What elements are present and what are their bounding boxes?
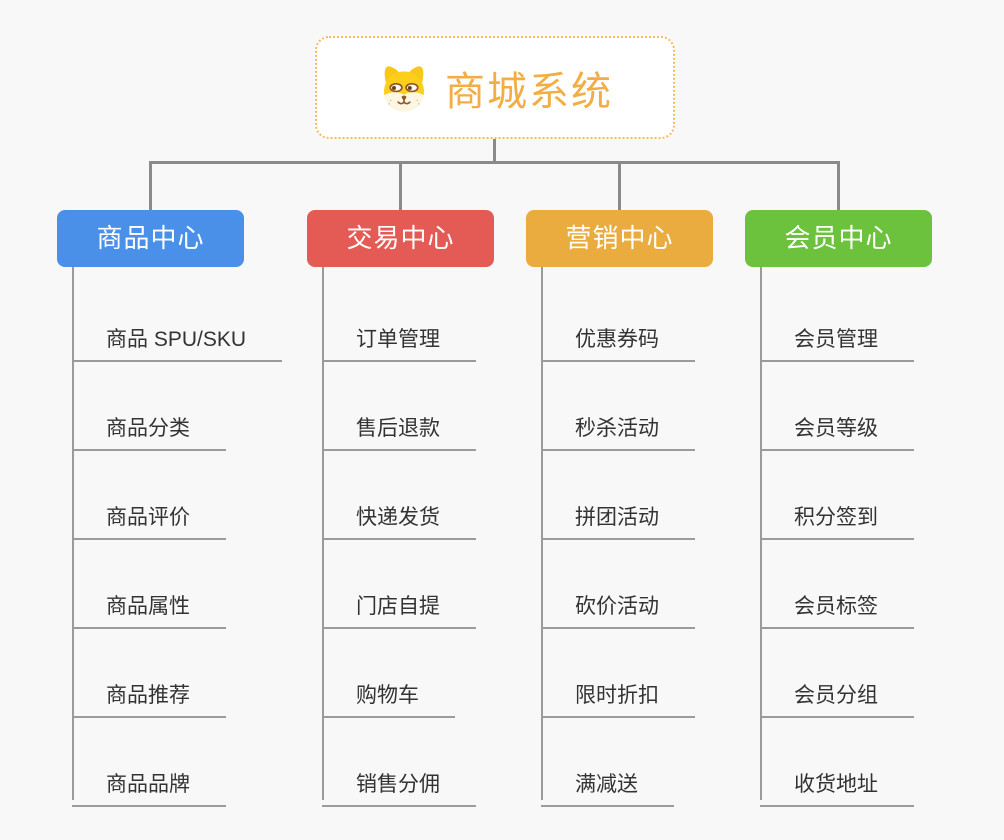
leaf-label: 商品 SPU/SKU — [106, 328, 247, 351]
leaf-label: 积分签到 — [794, 506, 878, 529]
leaf-node[interactable]: 门店自提 — [322, 534, 476, 629]
leaf-label: 砍价活动 — [575, 595, 659, 618]
branch-column-3: 营销中心优惠券码秒杀活动拼团活动砍价活动限时折扣满减送 — [526, 210, 796, 830]
branch-spine — [72, 267, 74, 800]
connector-root-stem — [493, 139, 496, 163]
leaf-label: 商品分类 — [106, 417, 190, 440]
leaf-node[interactable]: 拼团活动 — [541, 445, 695, 540]
leaf-node[interactable]: 商品品牌 — [72, 712, 226, 807]
leaf-label: 会员分组 — [794, 684, 878, 707]
leaf-node[interactable]: 商品分类 — [72, 356, 226, 451]
leaf-node[interactable]: 快递发货 — [322, 445, 476, 540]
leaf-label: 商品属性 — [106, 595, 190, 618]
leaf-node[interactable]: 秒杀活动 — [541, 356, 695, 451]
leaf-label: 会员管理 — [794, 328, 878, 351]
leaf-label: 拼团活动 — [575, 506, 659, 529]
branch-node[interactable]: 交易中心 — [307, 210, 494, 267]
root-title: 商城系统 — [445, 69, 613, 114]
leaf-label: 收货地址 — [794, 773, 878, 796]
leaf-node[interactable]: 购物车 — [322, 623, 455, 718]
branch-node[interactable]: 商品中心 — [57, 210, 244, 267]
branch-column-1: 商品中心商品 SPU/SKU 商品分类商品评价商品属性商品推荐商品品牌 — [57, 210, 327, 830]
leaf-node[interactable]: 商品推荐 — [72, 623, 226, 718]
leaf-label: 商品品牌 — [106, 773, 190, 796]
connector-drop-3 — [618, 163, 621, 210]
leaf-label: 优惠券码 — [575, 328, 659, 351]
leaf-label: 秒杀活动 — [575, 417, 659, 440]
leaf-node[interactable]: 销售分佣 — [322, 712, 476, 807]
leaf-label: 订单管理 — [356, 328, 440, 351]
leaf-label: 会员标签 — [794, 595, 878, 618]
branch-spine — [322, 267, 324, 800]
leaf-label: 销售分佣 — [356, 773, 440, 796]
connector-drop-1 — [149, 163, 152, 210]
leaf-label: 门店自提 — [356, 595, 440, 618]
dog-face-icon — [384, 65, 424, 111]
branch-node[interactable]: 会员中心 — [745, 210, 932, 267]
leaf-node[interactable]: 订单管理 — [322, 267, 476, 362]
leaf-node[interactable]: 商品 SPU/SKU — [72, 267, 283, 362]
leaf-node[interactable]: 商品属性 — [72, 534, 226, 629]
leaf-node[interactable]: 会员分组 — [760, 623, 914, 718]
leaf-node[interactable]: 会员等级 — [760, 356, 914, 451]
branch-column-2: 交易中心订单管理售后退款快递发货门店自提购物车销售分佣 — [307, 210, 577, 830]
branch-node[interactable]: 营销中心 — [526, 210, 713, 267]
leaf-node[interactable]: 优惠券码 — [541, 267, 695, 362]
connector-drop-2 — [399, 163, 402, 210]
leaf-label: 满减送 — [575, 773, 638, 796]
leaf-node[interactable]: 砍价活动 — [541, 534, 695, 629]
connector-drop-4 — [837, 163, 840, 210]
leaf-label: 商品推荐 — [106, 684, 190, 707]
leaf-node[interactable]: 积分签到 — [760, 445, 914, 540]
leaf-node[interactable]: 满减送 — [541, 712, 674, 807]
leaf-node[interactable]: 会员管理 — [760, 267, 914, 362]
branch-spine — [541, 267, 543, 800]
leaf-node[interactable]: 收货地址 — [760, 712, 914, 807]
leaf-label: 购物车 — [356, 684, 419, 707]
leaf-label: 售后退款 — [356, 417, 440, 440]
leaf-node[interactable]: 售后退款 — [322, 356, 476, 451]
leaf-label: 商品评价 — [106, 506, 190, 529]
leaf-label: 会员等级 — [794, 417, 878, 440]
leaf-node[interactable]: 商品评价 — [72, 445, 226, 540]
root-node[interactable]: 商城系统 — [315, 36, 675, 139]
leaf-label: 限时折扣 — [575, 684, 659, 707]
leaf-node[interactable]: 会员标签 — [760, 534, 914, 629]
branch-column-4: 会员中心会员管理会员等级积分签到会员标签会员分组收货地址 — [745, 210, 1004, 830]
connector-horizontal-bar — [149, 161, 840, 164]
leaf-node[interactable]: 限时折扣 — [541, 623, 695, 718]
branch-spine — [760, 267, 762, 800]
leaf-label: 快递发货 — [356, 506, 440, 529]
